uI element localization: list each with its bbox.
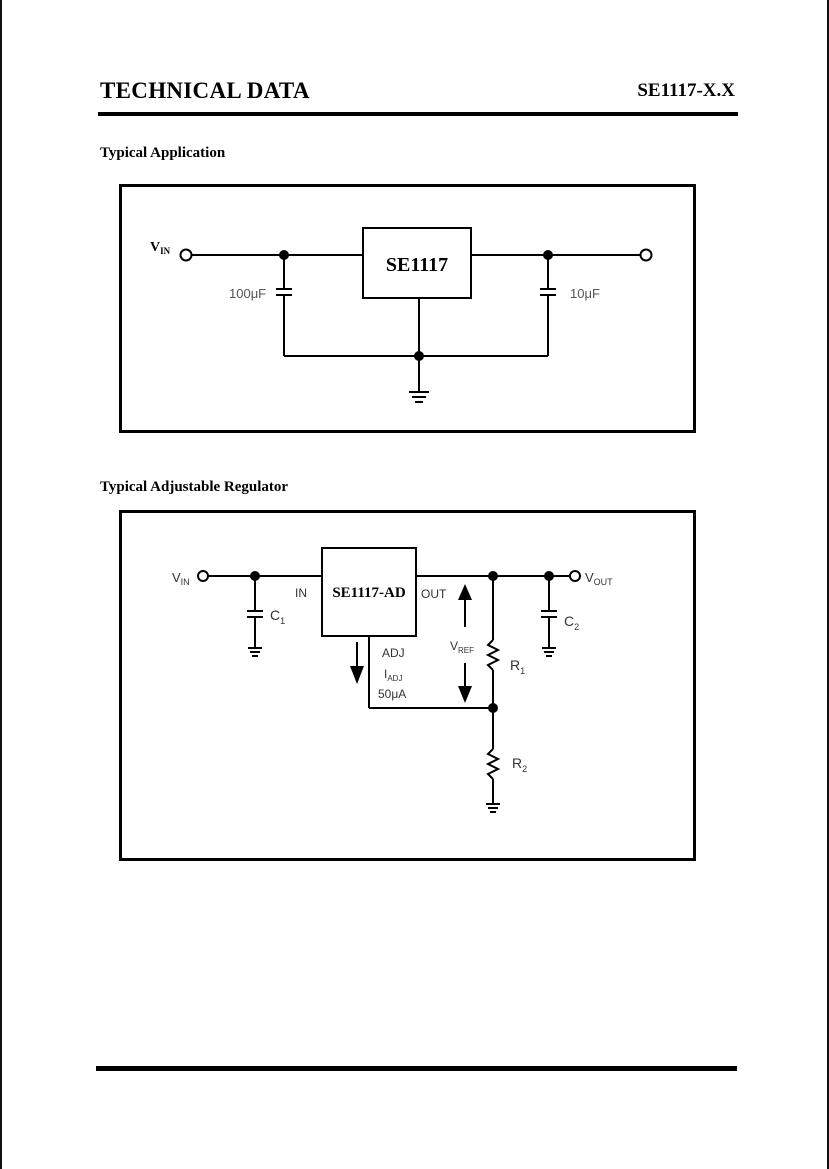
iadj-value: 50μA — [378, 687, 406, 701]
vin-terminal — [197, 570, 209, 582]
vin-label: VIN — [150, 240, 171, 256]
chip-se1117 — [362, 227, 472, 299]
vin-label: VIN — [172, 570, 190, 587]
chip-label: SE1117 — [386, 254, 448, 276]
vref-arrow-up-icon — [458, 584, 472, 600]
vref-label: VREF — [450, 639, 474, 655]
junction-dot — [543, 250, 553, 260]
junction-dot — [250, 571, 260, 581]
vout-terminal — [569, 570, 581, 582]
page-edge-left — [0, 0, 2, 1169]
junction-dot — [544, 571, 554, 581]
junction-dot — [488, 703, 498, 713]
header-rule — [98, 112, 738, 116]
page-title: TECHNICAL DATA — [100, 78, 310, 103]
adjustable-regulator-frame — [119, 510, 696, 861]
junction-dot — [488, 571, 498, 581]
r1-label: R1 — [510, 657, 525, 676]
page-edge-right — [827, 0, 829, 1169]
cap-out-label: 10μF — [570, 286, 600, 301]
c2-label: C2 — [564, 613, 579, 632]
vout-label: VOUT — [585, 570, 613, 587]
section-heading-adjustable-regulator: Typical Adjustable Regulator — [100, 479, 289, 495]
chip-label: SE1117-AD — [332, 585, 406, 601]
footer-rule — [96, 1066, 737, 1071]
resistor-r1 — [485, 639, 501, 671]
junction-dot — [414, 351, 424, 361]
iadj-arrow-down-icon — [350, 666, 364, 684]
chip-se1117-ad — [321, 547, 417, 637]
junction-dot — [279, 250, 289, 260]
vout-terminal — [639, 248, 653, 262]
part-number: SE1117-X.X — [637, 80, 735, 101]
cap-in-label: 100μF — [229, 286, 266, 301]
vin-terminal — [179, 248, 193, 262]
iadj-label: IADJ — [384, 667, 402, 683]
pin-adj-label: ADJ — [382, 646, 405, 660]
typical-application-frame — [119, 184, 696, 433]
r2-label: R2 — [512, 755, 527, 774]
pin-in-label: IN — [295, 586, 307, 600]
vref-arrow-down-icon — [458, 686, 472, 703]
section-heading-typical-application: Typical Application — [100, 145, 226, 161]
pin-out-label: OUT — [421, 587, 447, 601]
c1-label: C1 — [270, 607, 285, 626]
resistor-r2 — [485, 748, 501, 780]
typical-application-circuit — [179, 227, 653, 403]
